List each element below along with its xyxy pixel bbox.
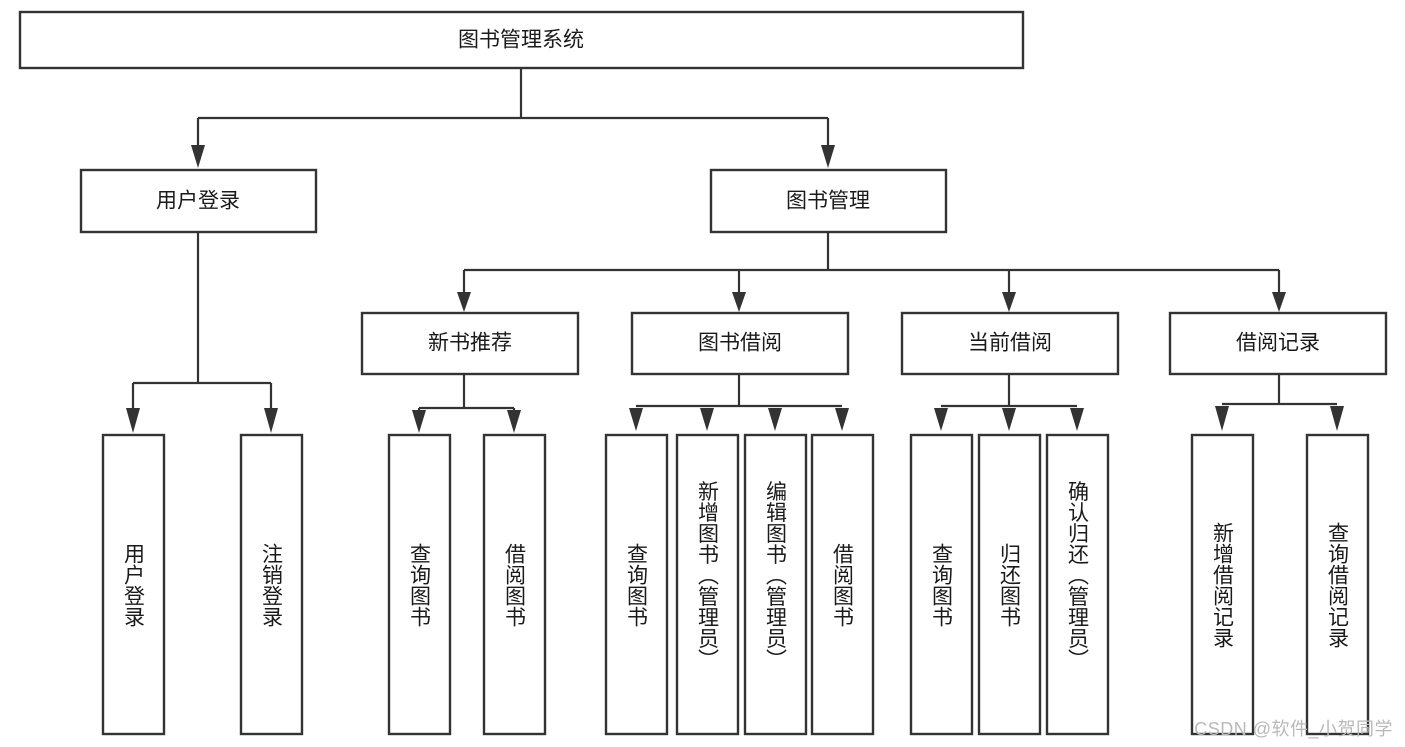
node-new-book-rec[interactable]: 新书推荐 [360,311,580,376]
node-leaf-edit-book-box[interactable] [743,433,808,736]
node-leaf-query-book-2-box[interactable] [604,433,669,736]
node-leaf-add-book[interactable]: 新增图书（管理员） [675,433,740,736]
arrow-head-leaf-borrow-book-1 [507,410,521,433]
node-root[interactable]: 图书管理系统 [18,10,1025,70]
arrow-head-user-login [191,145,205,168]
node-leaf-query-record-label: 查询借阅记录 [1326,522,1350,648]
node-borrow-record-box[interactable] [1168,311,1388,376]
node-leaf-confirm-return-box[interactable] [1045,433,1110,736]
arrow-head-leaf-return-book [1002,408,1016,431]
node-leaf-query-book-3[interactable]: 查询图书 [909,433,974,736]
node-current-borrow-label: 当前借阅 [968,332,1052,355]
node-leaf-borrow-book-2-label: 借阅图书 [831,543,855,627]
node-root-box[interactable] [18,10,1025,70]
node-leaf-edit-book-label: 编辑图书（管理员） [764,481,788,670]
node-leaf-return-book-label: 归还图书 [998,543,1022,627]
node-leaf-query-book-1-label: 查询图书 [408,543,432,627]
node-leaf-query-book-3-box[interactable] [909,433,974,736]
arrow-head-leaf-add-book [700,408,714,431]
connector-group-current-borrow [934,374,1084,431]
node-book-manage-box[interactable] [709,168,948,234]
arrow-head-leaf-user-login [126,408,140,433]
node-user-login-box[interactable] [79,168,318,234]
node-leaf-confirm-return-label: 确认归还（管理员） [1066,481,1090,670]
node-leaf-query-book-2-label: 查询图书 [625,543,649,627]
node-leaf-query-book-2[interactable]: 查询图书 [604,433,669,736]
node-leaf-logout-box[interactable] [239,433,304,736]
arrow-head-book-manage [821,145,835,168]
node-current-borrow[interactable]: 当前借阅 [900,311,1120,376]
arrow-head-borrow-record [1272,292,1286,312]
connector-group-root [191,68,835,168]
arrow-head-leaf-borrow-book-2 [835,408,849,431]
connector-group-book-borrow [629,374,849,431]
node-leaf-logout[interactable]: 注销登录 [239,433,304,736]
node-leaf-logout-label: 注销登录 [260,543,284,627]
node-leaf-query-book-1-box[interactable] [387,433,452,736]
arrow-head-leaf-query-book-1 [412,410,426,433]
connector-group-book-manage [457,232,1286,312]
node-book-borrow[interactable]: 图书借阅 [630,311,850,376]
node-leaf-borrow-book-2-box[interactable] [810,433,875,736]
connector-group-new-book-rec [412,374,521,433]
node-borrow-record[interactable]: 借阅记录 [1168,311,1388,376]
node-new-book-rec-box[interactable] [360,311,580,376]
node-leaf-user-login[interactable]: 用户登录 [101,433,166,736]
arrow-head-current-borrow [1002,292,1016,312]
node-current-borrow-box[interactable] [900,311,1120,376]
node-root-label: 图书管理系统 [458,29,584,52]
connector-group-borrow-record [1215,374,1344,431]
node-leaf-query-record[interactable]: 查询借阅记录 [1305,433,1370,736]
node-leaf-borrow-book-1-box[interactable] [482,433,547,736]
arrow-head-book-borrow [732,292,746,312]
node-book-borrow-label: 图书借阅 [698,332,782,355]
node-leaf-query-book-3-label: 查询图书 [930,543,954,627]
node-book-borrow-box[interactable] [630,311,850,376]
arrow-head-leaf-confirm-return [1070,408,1084,431]
arrow-head-leaf-query-book-2 [629,408,643,431]
node-leaf-return-book[interactable]: 归还图书 [977,433,1042,736]
node-leaf-return-book-box[interactable] [977,433,1042,736]
node-leaf-edit-book[interactable]: 编辑图书（管理员） [743,433,808,736]
node-leaf-user-login-box[interactable] [101,433,166,736]
node-new-book-rec-label: 新书推荐 [428,332,512,355]
node-leaf-query-book-1[interactable]: 查询图书 [387,433,452,736]
node-user-login-label: 用户登录 [156,190,240,213]
arrow-head-leaf-edit-book [768,408,782,431]
connector-group-user-login [126,232,278,433]
node-leaf-user-login-label: 用户登录 [122,543,146,627]
node-borrow-record-label: 借阅记录 [1236,332,1320,355]
node-leaf-add-record-box[interactable] [1190,433,1255,736]
node-leaf-add-record-label: 新增借阅记录 [1211,522,1235,648]
arrow-head-leaf-logout [264,408,278,433]
node-leaf-add-record[interactable]: 新增借阅记录 [1190,433,1255,736]
node-leaf-confirm-return[interactable]: 确认归还（管理员） [1045,433,1110,736]
node-user-login[interactable]: 用户登录 [79,168,318,234]
node-leaf-borrow-book-1-label: 借阅图书 [503,543,527,627]
node-book-manage-label: 图书管理 [786,190,870,213]
arrow-head-leaf-query-record [1330,406,1344,431]
arrow-head-leaf-add-record [1215,406,1229,431]
node-leaf-borrow-book-1[interactable]: 借阅图书 [482,433,547,736]
node-leaf-query-record-box[interactable] [1305,433,1370,736]
arrow-head-new-book-rec [457,292,471,312]
node-book-manage[interactable]: 图书管理 [709,168,948,234]
arrow-head-leaf-query-book-3 [934,408,948,431]
node-leaf-add-book-box[interactable] [675,433,740,736]
node-leaf-borrow-book-2[interactable]: 借阅图书 [810,433,875,736]
node-leaf-add-book-label: 新增图书（管理员） [696,481,720,670]
